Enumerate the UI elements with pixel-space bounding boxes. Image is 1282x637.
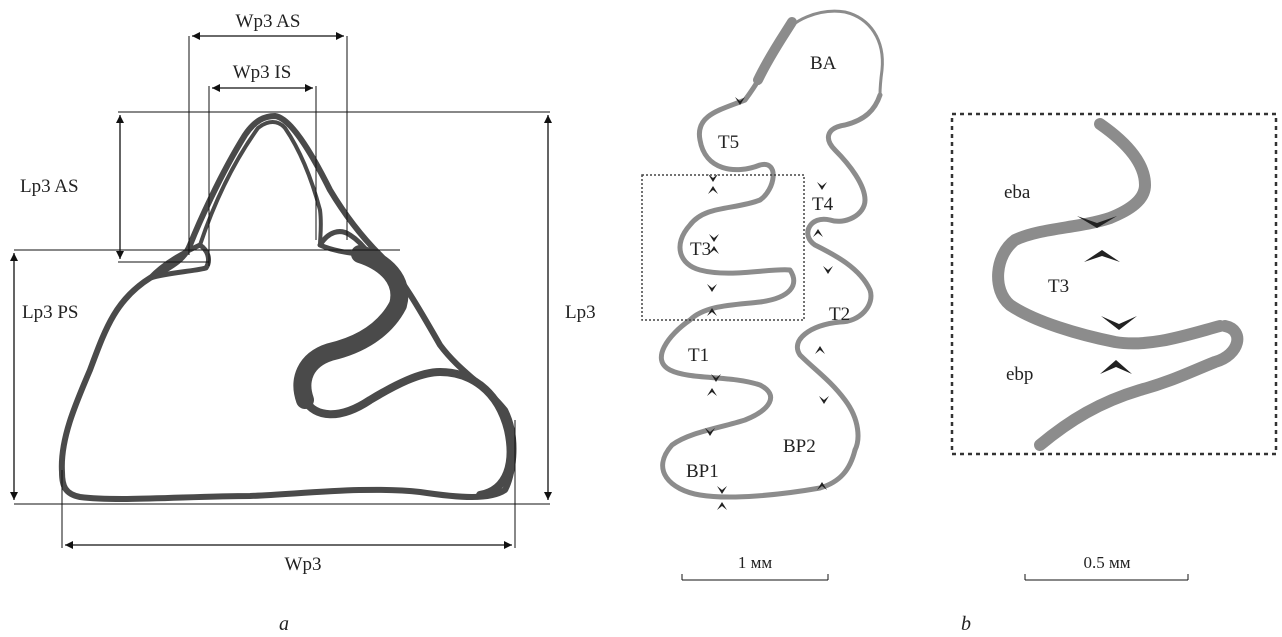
label-wp3-is: Wp3 IS	[233, 62, 292, 83]
inset-markers	[1077, 216, 1137, 374]
label-lp3: Lp3	[565, 302, 596, 323]
marker-t2-bot	[815, 346, 825, 354]
thickness-markers	[705, 97, 833, 510]
marker-t3-bot2	[707, 308, 717, 316]
label-t2: T2	[829, 304, 850, 325]
marker-t2-top	[823, 266, 833, 274]
panel-a-outline	[58, 113, 517, 502]
marker-t1-top	[711, 374, 721, 382]
panel-letter-b: b	[961, 613, 971, 635]
label-t4: T4	[812, 194, 834, 215]
outline-outer	[58, 113, 517, 502]
marker-t3-bot	[707, 284, 717, 292]
marker-t4-bot	[813, 229, 823, 237]
marker-t1-bot	[707, 388, 717, 396]
marker-bp1-top	[705, 428, 715, 436]
label-ba: BA	[810, 53, 837, 74]
dim-lp3-ps: Lp3 PS	[10, 253, 79, 500]
dim-wp3-is: Wp3 IS	[208, 62, 317, 266]
inset-marker-ebp-bot	[1100, 360, 1132, 374]
outline-band-outer	[293, 245, 409, 409]
marker-bp1-bot	[717, 486, 727, 494]
inset-label-ebp: ebp	[1006, 364, 1033, 385]
marker-t5-bot2	[708, 174, 718, 182]
inset-marker-eba-top	[1077, 216, 1117, 228]
marker-t5-top	[735, 97, 745, 105]
dim-wp3-as: Wp3 AS	[188, 11, 348, 255]
marker-t3-top	[709, 234, 719, 242]
panel-b-main: BA T5 T4 T3 T2 T1 BP2 BP1 1 мм	[641, 9, 884, 581]
scalebar-inset: 0.5 мм	[1024, 553, 1189, 581]
fold-left-wall	[658, 35, 858, 500]
outline-right-notch	[317, 229, 373, 258]
inset-label-eba: eba	[1004, 182, 1031, 203]
dim-lp3-as: Lp3 AS	[20, 115, 124, 259]
marker-bp2-top	[819, 396, 829, 404]
label-lp3-as: Lp3 AS	[20, 176, 79, 197]
panel-letter-a: a	[279, 613, 289, 635]
dim-lp3: Lp3	[544, 115, 596, 500]
inset-fold-upper	[992, 118, 1226, 350]
marker-bp1-bot2	[717, 502, 727, 510]
marker-t4-top	[817, 182, 827, 190]
fold-ba-thick	[753, 17, 797, 85]
inset-label-t3: T3	[1048, 276, 1069, 297]
outline-left-lobe	[147, 242, 211, 281]
inset-fold	[992, 118, 1244, 451]
marker-t3-top2	[709, 246, 719, 254]
label-bp1: BP1	[686, 461, 719, 482]
label-lp3-ps: Lp3 PS	[22, 302, 79, 323]
panel-b-inset: eba T3 ebp 0.5 мм b	[950, 112, 1278, 635]
fold-contour	[658, 9, 884, 500]
marker-t5-bottom	[708, 186, 718, 194]
label-t3: T3	[690, 239, 711, 260]
dim-wp3: Wp3	[61, 420, 516, 575]
label-t1: T1	[688, 345, 709, 366]
outline-band-inner	[301, 368, 515, 499]
outline-inner-peak	[198, 120, 323, 247]
label-t5: T5	[718, 132, 739, 153]
scalebar-inset-label: 0.5 мм	[1083, 553, 1130, 572]
label-wp3: Wp3	[285, 554, 322, 575]
scalebar-main: 1 мм	[681, 553, 829, 581]
inset-fold-lower	[1034, 320, 1244, 451]
scalebar-main-label: 1 мм	[738, 553, 773, 572]
inset-frame	[950, 112, 1278, 456]
inset-marker-ebp-top	[1101, 316, 1137, 330]
label-bp2: BP2	[783, 436, 816, 457]
inset-frame-main	[641, 174, 805, 321]
fold-ba-cap	[780, 9, 884, 97]
inset-marker-eba-bot	[1084, 250, 1120, 262]
fold-right-wall	[795, 92, 883, 453]
panel-a: Wp3 AS Wp3 IS Lp3 AS Lp3 PS	[10, 11, 596, 635]
marker-bp2-bot	[817, 482, 827, 490]
label-wp3-as: Wp3 AS	[236, 11, 301, 32]
